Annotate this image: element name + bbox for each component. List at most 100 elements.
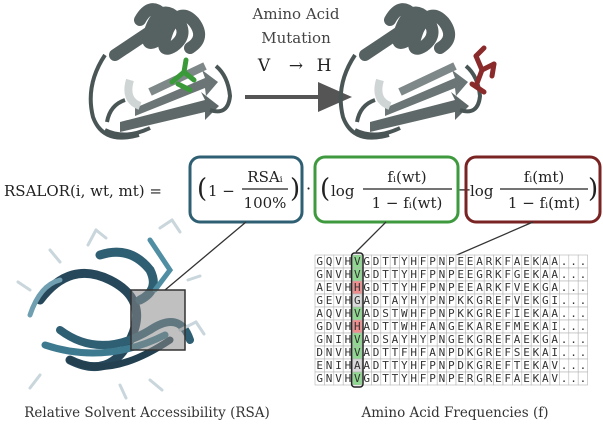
msa-residue: A [363,333,370,346]
msa-residue: E [523,333,530,346]
msa-residue: D [373,307,380,320]
log-wt-denominator: 1 − fᵢ(wt) [372,194,443,212]
msa-residue: G [448,333,455,346]
msa-residue: N [439,307,446,320]
msa-residue: K [467,359,474,372]
msa-residue: A [363,320,370,333]
msa-residue: E [495,359,502,372]
msa-residue: H [410,359,417,372]
msa-residue: A [514,255,521,268]
mutation-title-line2: Mutation [261,29,331,47]
msa-residue: G [476,307,483,320]
msa-residue: K [533,333,540,346]
msa-residue: A [363,307,370,320]
msa-residue: Y [420,333,427,346]
msa-residue: G [476,294,483,307]
msa-residue: G [476,346,483,359]
msa-residue: I [335,333,342,346]
msa-residue: E [467,255,474,268]
msa-residue: P [429,281,436,294]
log-wt-numerator: fᵢ(wt) [387,168,426,186]
msa-residue: Q [326,307,333,320]
msa-residue: Y [401,294,408,307]
msa-residue: V [335,320,342,333]
log-wt-prefix: log [331,182,355,200]
msa-residue: V [354,333,361,346]
msa-residue: E [523,359,530,372]
msa-residue: F [420,320,427,333]
msa-residue: F [420,359,427,372]
msa-residue: P [448,307,455,320]
msa-residue: H [345,255,352,268]
protein-mutant-illustration [338,3,497,140]
msa-residue: T [392,307,399,320]
msa-residue: H [410,333,417,346]
msa-residue: F [504,359,511,372]
msa-residue: P [429,333,436,346]
msa-residue: E [523,294,530,307]
msa-residue: R [486,268,493,281]
msa-residue: E [523,268,530,281]
msa-residue: . [580,346,587,359]
mutation-to: H [317,56,332,76]
msa-residue: . [570,281,577,294]
msa-residue: V [551,359,558,372]
msa-residue: . [570,320,577,333]
msa-residue: . [561,255,568,268]
msa-residue: T [392,346,399,359]
msa-residue: A [392,294,399,307]
msa-residue: G [514,268,521,281]
msa-residue: F [504,372,511,385]
msa-residue: H [345,307,352,320]
msa-residue: H [410,307,417,320]
msa-residue: A [429,346,436,359]
msa-residue: N [439,333,446,346]
msa-residue: I [335,359,342,372]
msa-residue: A [476,320,483,333]
msa-residue: E [495,307,502,320]
msa-residue: . [570,346,577,359]
msa-residue: A [551,281,558,294]
msa-residue: Y [401,268,408,281]
msa-residue: A [392,333,399,346]
msa-residue: A [542,359,549,372]
msa-residue: R [486,372,493,385]
msa-residue: V [335,294,342,307]
msa-residue: P [448,281,455,294]
msa-residue: R [486,255,493,268]
msa-residue: G [476,359,483,372]
msa-residue: E [457,281,464,294]
msa-residue: G [542,294,549,307]
log-wt-left-paren: ( [320,174,330,204]
msa-residue: K [467,333,474,346]
msa-residue: A [363,294,370,307]
mutation-arrow-icon [245,82,352,112]
msa-residue: A [363,346,370,359]
msa-residue: K [467,294,474,307]
msa-residue: S [382,307,389,320]
log-mt-prefix: log [470,182,494,200]
msa-residue: N [326,333,333,346]
msa-residue: I [551,294,558,307]
msa-residue: D [316,346,323,359]
msa-residue: A [476,281,483,294]
msa-residue: A [551,268,558,281]
msa-residue: H [345,294,352,307]
msa-residue: F [420,372,427,385]
msa-residue: V [335,346,342,359]
msa-residue: G [316,255,323,268]
msa-residue: M [514,320,521,333]
msa-residue: E [316,359,323,372]
msa-residue: . [580,333,587,346]
msa-residue: . [561,281,568,294]
msa-column-highlight [350,252,364,388]
msa-residue: V [354,346,361,359]
msa-residue: . [561,320,568,333]
msa-residue: H [345,320,352,333]
msa-residue: G [542,333,549,346]
msa-residue: N [439,268,446,281]
msa-residue: . [580,268,587,281]
msa-residue: R [486,281,493,294]
msa-residue: . [580,307,587,320]
